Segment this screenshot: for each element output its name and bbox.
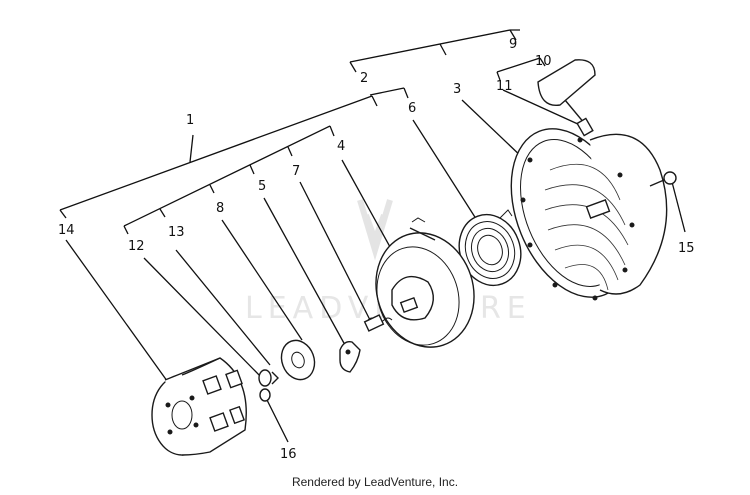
callout-13: 13 — [168, 225, 185, 240]
callout-9: 9 — [509, 37, 517, 52]
callout-2: 2 — [360, 71, 368, 86]
pulley-reel — [375, 217, 475, 348]
callout-10: 10 — [535, 54, 552, 69]
washer-and-screw — [258, 369, 279, 402]
leader-lines — [59, 29, 686, 443]
credit-line: Rendered by LeadVenture, Inc. — [291, 475, 459, 489]
callout-7: 7 — [292, 164, 300, 179]
callout-14: 14 — [58, 223, 75, 238]
callout-labels: 1 2 3 4 5 6 7 8 9 10 11 12 13 14 15 16 — [58, 37, 695, 462]
callout-16: 16 — [280, 447, 297, 462]
callout-1: 1 — [186, 113, 194, 128]
callout-3: 3 — [453, 82, 461, 97]
recoil-spring — [458, 209, 522, 287]
callout-11: 11 — [496, 79, 513, 94]
starter-housing — [510, 128, 668, 301]
callout-5: 5 — [258, 179, 266, 194]
housing-bolt — [649, 171, 677, 187]
callout-6: 6 — [408, 101, 416, 116]
retainer-plate — [280, 339, 316, 381]
callout-12: 12 — [128, 239, 145, 254]
pawl — [339, 340, 361, 373]
callout-15: 15 — [678, 241, 695, 256]
callout-4: 4 — [337, 139, 345, 154]
callout-8: 8 — [216, 201, 224, 216]
friction-spring — [363, 314, 393, 332]
starter-handle — [537, 59, 596, 137]
starter-cup — [151, 357, 247, 456]
